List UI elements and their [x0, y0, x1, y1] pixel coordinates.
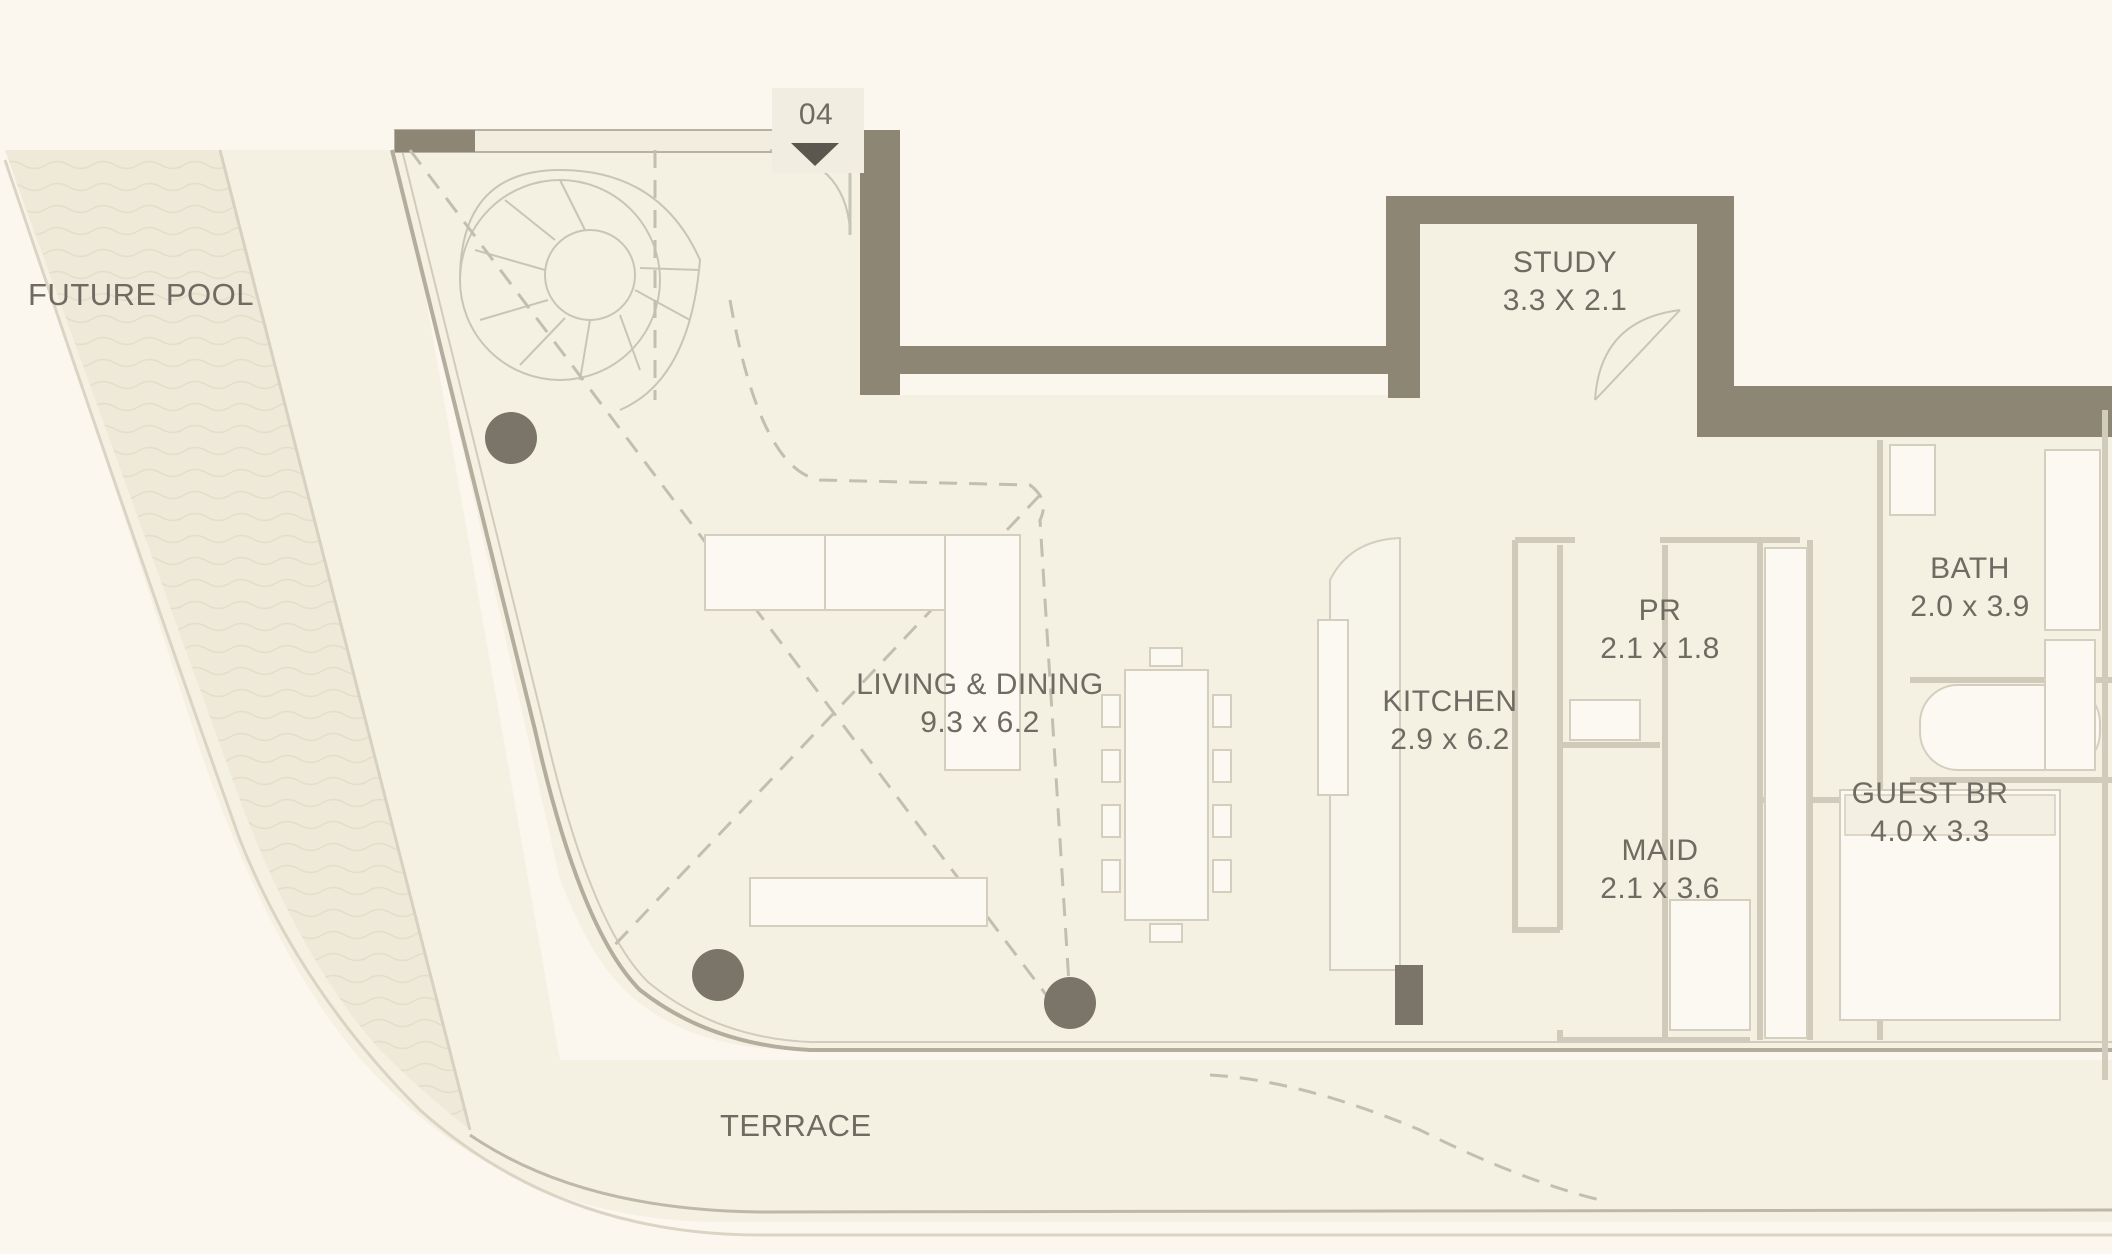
column	[485, 412, 537, 464]
kitchen-name: KITCHEN	[1382, 685, 1518, 718]
section-marker-number: 04	[798, 98, 834, 131]
bath-dims: 2.0 x 3.9	[1910, 589, 2030, 623]
study-dims: 3.3 X 2.1	[1502, 283, 1628, 317]
kitchen-dims: 2.9 x 6.2	[1390, 722, 1510, 756]
kitchen-column	[1395, 965, 1423, 1025]
study-door-leaf	[1594, 309, 1681, 401]
sofa-sectional	[704, 534, 1021, 771]
bath-vanity	[2044, 449, 2101, 631]
terrace-edge-outer	[3, 159, 2112, 1237]
label-terrace: TERRACE	[720, 1108, 872, 1143]
kitchen-counter	[1317, 619, 1349, 796]
interior-floor	[395, 150, 2112, 1050]
label-pr: PR 2.1 x 1.8	[1560, 592, 1760, 667]
pool-edge	[218, 149, 472, 1131]
maid-name: MAID	[1621, 834, 1699, 867]
bath-side-cabinet	[2044, 639, 2096, 771]
dining-chairs	[1101, 647, 1232, 943]
bath-wall	[1697, 395, 2112, 437]
terrace-edge-inner	[469, 1133, 2112, 1214]
label-maid: MAID 2.1 x 3.6	[1560, 832, 1760, 907]
future-pool-water	[5, 150, 470, 1130]
tv-console	[749, 877, 988, 927]
curved-facade-inner	[401, 149, 2112, 1043]
spiral-staircase	[459, 168, 702, 411]
study-name: STUDY	[1512, 246, 1618, 279]
guest-dims: 4.0 x 3.3	[1870, 814, 1990, 848]
guest-bed-pillows	[1844, 794, 2056, 836]
label-future-pool: FUTURE POOL	[28, 277, 254, 312]
maid-dims: 2.1 x 3.6	[1600, 871, 1720, 905]
label-kitchen: KITCHEN 2.9 x 6.2	[1340, 683, 1560, 758]
pr-vanity	[1569, 699, 1641, 741]
maid-bed	[1669, 899, 1751, 1031]
bath-name: BATH	[1930, 552, 2010, 585]
label-study: STUDY 3.3 X 2.1	[1450, 244, 1680, 319]
column	[692, 949, 744, 1001]
label-living-dining: LIVING & DINING 9.3 x 6.2	[820, 666, 1140, 741]
column	[1044, 977, 1096, 1029]
terrace-floor	[5, 150, 2112, 1222]
living-dims: 9.3 x 6.2	[920, 705, 1040, 739]
wardrobe	[1764, 547, 1808, 1039]
label-bath: BATH 2.0 x 3.9	[1870, 550, 2070, 625]
study-east-wall	[1697, 208, 1725, 408]
dining-table	[1124, 669, 1209, 921]
curved-facade	[390, 149, 2112, 1052]
entry-wall-solid	[395, 130, 475, 152]
label-guest-br: GUEST BR 4.0 x 3.3	[1820, 775, 2040, 850]
study-west-wall	[1388, 208, 1420, 398]
study-door-swing	[1594, 309, 1681, 401]
guest-name: GUEST BR	[1851, 777, 2009, 810]
pr-name: PR	[1638, 594, 1682, 627]
section-marker-arrow	[791, 143, 839, 166]
pr-dims: 2.1 x 1.8	[1600, 631, 1720, 665]
shower	[1889, 444, 1936, 516]
living-name: LIVING & DINING	[856, 668, 1104, 701]
